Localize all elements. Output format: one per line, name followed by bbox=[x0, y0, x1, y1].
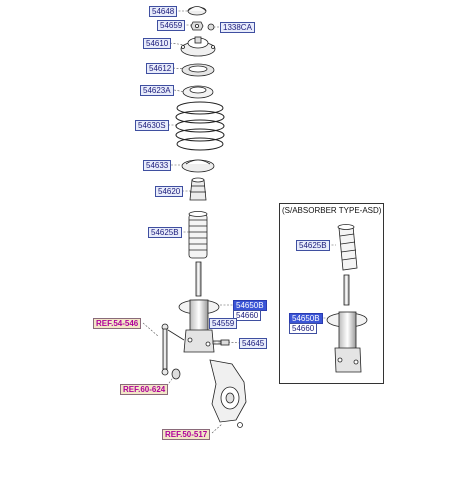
inset-label-54625b[interactable]: 54625B bbox=[296, 240, 330, 251]
stabilizer-link-icon bbox=[161, 323, 185, 376]
label-54625b[interactable]: 54625B bbox=[148, 227, 182, 238]
washer-icon bbox=[207, 23, 215, 31]
label-54623a[interactable]: 54623A bbox=[140, 85, 174, 96]
label-54648[interactable]: 54648 bbox=[149, 6, 178, 17]
label-1338ca[interactable]: 1338CA bbox=[220, 22, 255, 33]
inset-frame bbox=[279, 203, 384, 384]
inset-title: (S/ABSORBER TYPE-ASD) bbox=[282, 206, 382, 215]
label-54659[interactable]: 54659 bbox=[157, 20, 186, 31]
label-54660[interactable]: 54660 bbox=[233, 310, 262, 321]
dust-boot-icon bbox=[188, 211, 208, 259]
shock-absorber-icon bbox=[178, 261, 220, 353]
inset-dust-boot-icon bbox=[337, 224, 358, 271]
ref-50-517[interactable]: REF.50-517 bbox=[162, 429, 211, 440]
inset-label-54660[interactable]: 54660 bbox=[289, 323, 318, 334]
label-54633[interactable]: 54633 bbox=[143, 160, 172, 171]
label-54559[interactable]: 54559 bbox=[209, 318, 238, 329]
ref-54-546[interactable]: REF.54-546 bbox=[93, 318, 142, 329]
label-54610[interactable]: 54610 bbox=[143, 38, 172, 49]
label-54620[interactable]: 54620 bbox=[155, 186, 184, 197]
label-54645[interactable]: 54645 bbox=[239, 338, 268, 349]
spring-pad-icon bbox=[182, 85, 214, 99]
lower-nut-icon bbox=[171, 368, 181, 380]
bolt-icon bbox=[212, 339, 230, 346]
coil-spring-icon bbox=[175, 101, 225, 151]
strut-mount-icon bbox=[180, 36, 216, 57]
bump-stopper-icon bbox=[189, 177, 207, 201]
label-54612[interactable]: 54612 bbox=[146, 63, 175, 74]
inset-shock-absorber-icon bbox=[326, 274, 368, 373]
label-54630s[interactable]: 54630S bbox=[135, 120, 169, 131]
dust-cap-icon bbox=[187, 6, 207, 16]
nut-icon bbox=[190, 21, 204, 31]
steering-knuckle-icon bbox=[209, 359, 247, 428]
bearing-icon bbox=[181, 63, 215, 77]
ref-60-624[interactable]: REF.60-624 bbox=[120, 384, 169, 395]
lower-spring-pad-icon bbox=[181, 159, 215, 173]
